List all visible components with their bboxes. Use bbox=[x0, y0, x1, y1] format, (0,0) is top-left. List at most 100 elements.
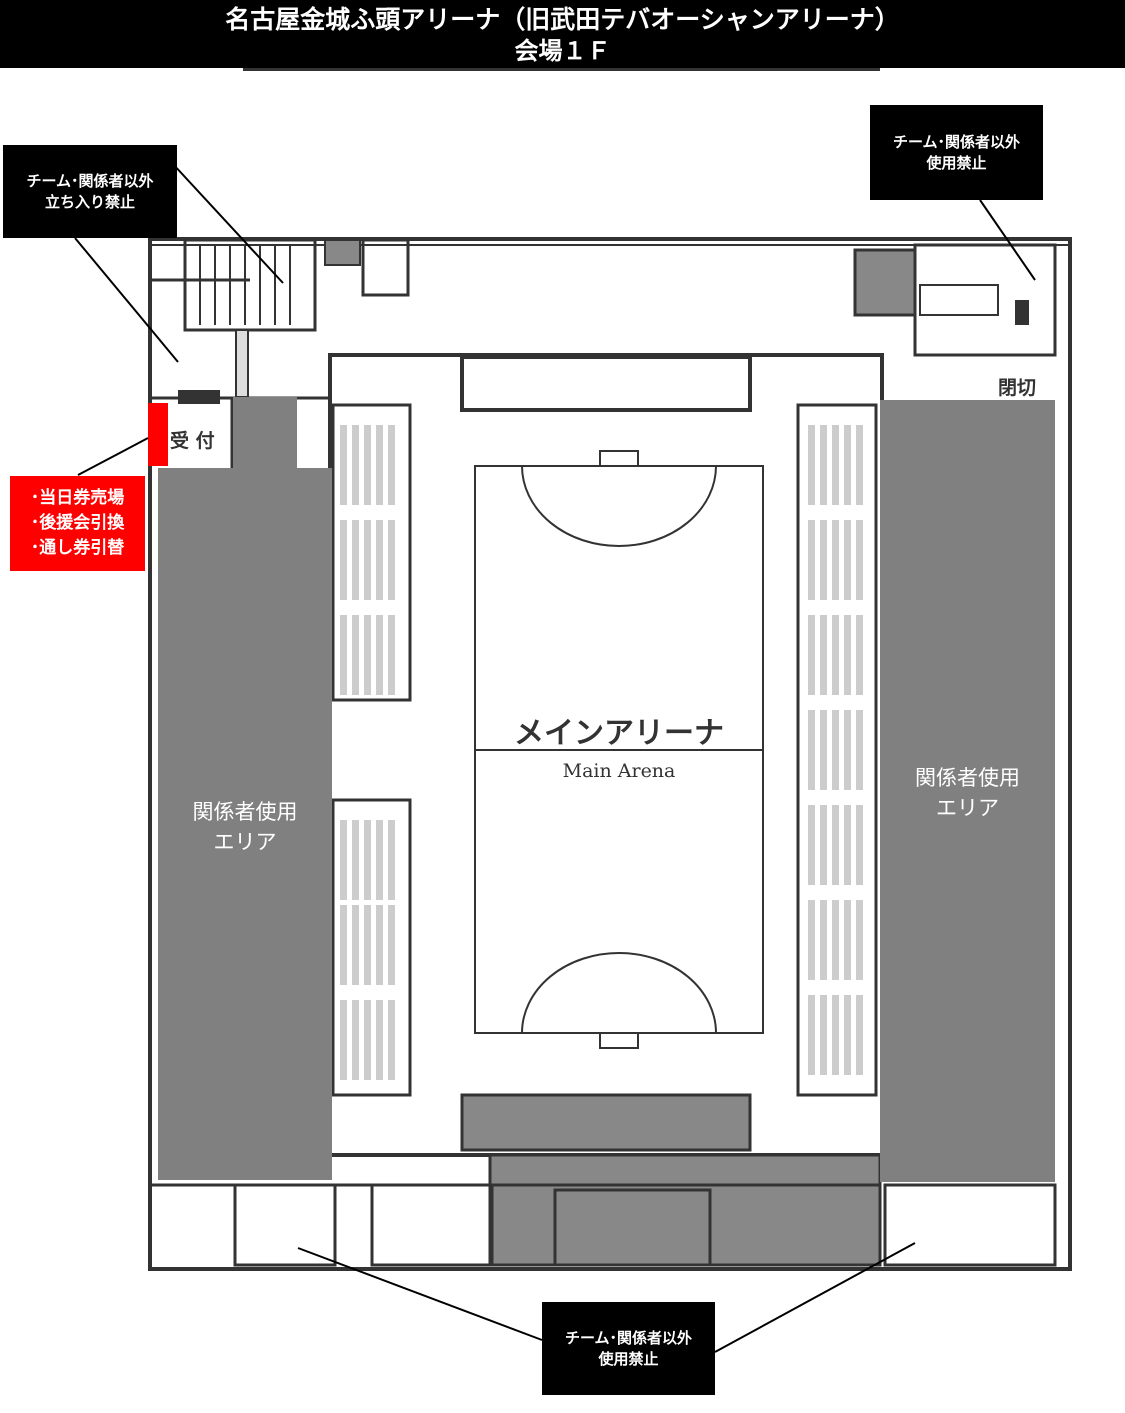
ticket-booth-marker bbox=[148, 403, 168, 466]
seat-row bbox=[832, 710, 839, 790]
seat-row bbox=[832, 520, 839, 600]
seat-row bbox=[844, 615, 851, 695]
callout-line: 使用禁止 bbox=[598, 1349, 659, 1368]
seat-row bbox=[340, 425, 347, 505]
elevator-shaft bbox=[324, 239, 361, 266]
leader-lines bbox=[74, 149, 1036, 1353]
seat-row bbox=[808, 805, 815, 885]
arena-name-en: Main Arena bbox=[562, 760, 676, 782]
callout-line: チーム･関係者以外 bbox=[26, 171, 154, 190]
map-title: 名古屋金城ふ頭アリーナ（旧武田テバオーシャンアリーナ） bbox=[225, 5, 900, 34]
seat-row bbox=[808, 710, 815, 790]
seat-row bbox=[376, 820, 383, 900]
callout-no-use-top-right: チーム･関係者以外 使用禁止 bbox=[870, 105, 1043, 200]
seat-row bbox=[376, 615, 383, 695]
seat-row bbox=[340, 615, 347, 695]
reception-counter bbox=[178, 390, 220, 404]
seat-row bbox=[856, 520, 863, 600]
staff-area-right-shape bbox=[880, 400, 1055, 1182]
stage-top bbox=[460, 355, 752, 412]
stairs-bottom-right bbox=[883, 1183, 1057, 1267]
seat-row bbox=[364, 425, 371, 505]
seat-row bbox=[340, 520, 347, 600]
seat-row bbox=[388, 905, 395, 985]
seat-row bbox=[820, 995, 827, 1075]
seat-row bbox=[820, 805, 827, 885]
area-label: 関係者使用 bbox=[915, 766, 1020, 790]
seat-row bbox=[832, 900, 839, 980]
seating-left-upper bbox=[331, 403, 412, 702]
seat-row bbox=[352, 425, 359, 505]
seat-row bbox=[844, 710, 851, 790]
seat-row bbox=[832, 805, 839, 885]
seat-row bbox=[844, 425, 851, 505]
seat-row bbox=[364, 1000, 371, 1080]
callout-no-use-bottom: チーム･関係者以外 使用禁止 bbox=[542, 1302, 715, 1395]
seat-row bbox=[832, 425, 839, 505]
seat-row bbox=[856, 995, 863, 1075]
callout-ticket-office: ･当日券売場 ･後援会引換 ･通し券引替 bbox=[10, 476, 145, 571]
seat-row bbox=[808, 995, 815, 1075]
seat-row bbox=[820, 615, 827, 695]
callout-line: チーム･関係者以外 bbox=[892, 132, 1021, 151]
seat-row bbox=[364, 905, 371, 985]
area-label: エリア bbox=[936, 796, 999, 820]
seat-row bbox=[340, 820, 347, 900]
callout-line: 使用禁止 bbox=[926, 153, 987, 172]
seat-row bbox=[844, 520, 851, 600]
stairs-top-left bbox=[150, 238, 317, 332]
seat-row bbox=[388, 520, 395, 600]
seat-row bbox=[820, 425, 827, 505]
seat-row bbox=[352, 1000, 359, 1080]
seat-row bbox=[376, 1000, 383, 1080]
stairs-bottom-left bbox=[233, 1183, 337, 1267]
seat-row bbox=[352, 615, 359, 695]
seat-row bbox=[808, 615, 815, 695]
reception-label: 受 付 bbox=[170, 430, 215, 452]
area-label: エリア bbox=[213, 830, 277, 854]
seat-row bbox=[820, 520, 827, 600]
seat-row bbox=[844, 805, 851, 885]
seat-row bbox=[388, 425, 395, 505]
seating-left-lower bbox=[331, 798, 412, 1097]
callout-line: チーム･関係者以外 bbox=[564, 1328, 693, 1347]
seat-row bbox=[856, 805, 863, 885]
seat-row bbox=[340, 1000, 347, 1080]
seating-right bbox=[796, 403, 878, 1097]
seat-row bbox=[820, 710, 827, 790]
map-subtitle: 会場１Ｆ bbox=[514, 37, 611, 65]
callout-line: 立ち入り禁止 bbox=[44, 192, 135, 211]
smoking-room bbox=[361, 238, 410, 297]
area-label: 関係者使用 bbox=[192, 800, 298, 824]
seat-row bbox=[364, 615, 371, 695]
seat-row bbox=[808, 520, 815, 600]
callout-line: ･通し券引替 bbox=[30, 538, 125, 558]
seat-row bbox=[832, 995, 839, 1075]
closed-label: 閉切 bbox=[998, 377, 1037, 399]
building-outline bbox=[148, 237, 1072, 1271]
seat-row bbox=[388, 820, 395, 900]
arena-name-ja: メインアリーナ bbox=[514, 716, 724, 751]
staff-area-left: 関係者使用 エリア bbox=[158, 797, 332, 857]
seat-row bbox=[364, 520, 371, 600]
seat-row bbox=[844, 900, 851, 980]
staff-area-right: 関係者使用 エリア bbox=[880, 763, 1055, 823]
seat-row bbox=[856, 425, 863, 505]
seat-row bbox=[340, 905, 347, 985]
header: 名古屋金城ふ頭アリーナ（旧武田テバオーシャンアリーナ） 会場１Ｆ bbox=[0, 0, 1125, 68]
callout-line: ･当日券売場 bbox=[30, 488, 125, 508]
seat-row bbox=[856, 615, 863, 695]
callout-line: ･後援会引換 bbox=[30, 513, 125, 533]
seat-row bbox=[376, 520, 383, 600]
callout-no-entry: チーム･関係者以外 立ち入り禁止 bbox=[3, 145, 177, 238]
seat-row bbox=[808, 900, 815, 980]
basketball-court bbox=[474, 450, 764, 1049]
stairs-top-right bbox=[913, 243, 1057, 357]
seat-row bbox=[856, 900, 863, 980]
staff-area-left-shape bbox=[158, 397, 332, 1180]
seat-row bbox=[832, 615, 839, 695]
seat-row bbox=[364, 820, 371, 900]
seat-row bbox=[352, 520, 359, 600]
